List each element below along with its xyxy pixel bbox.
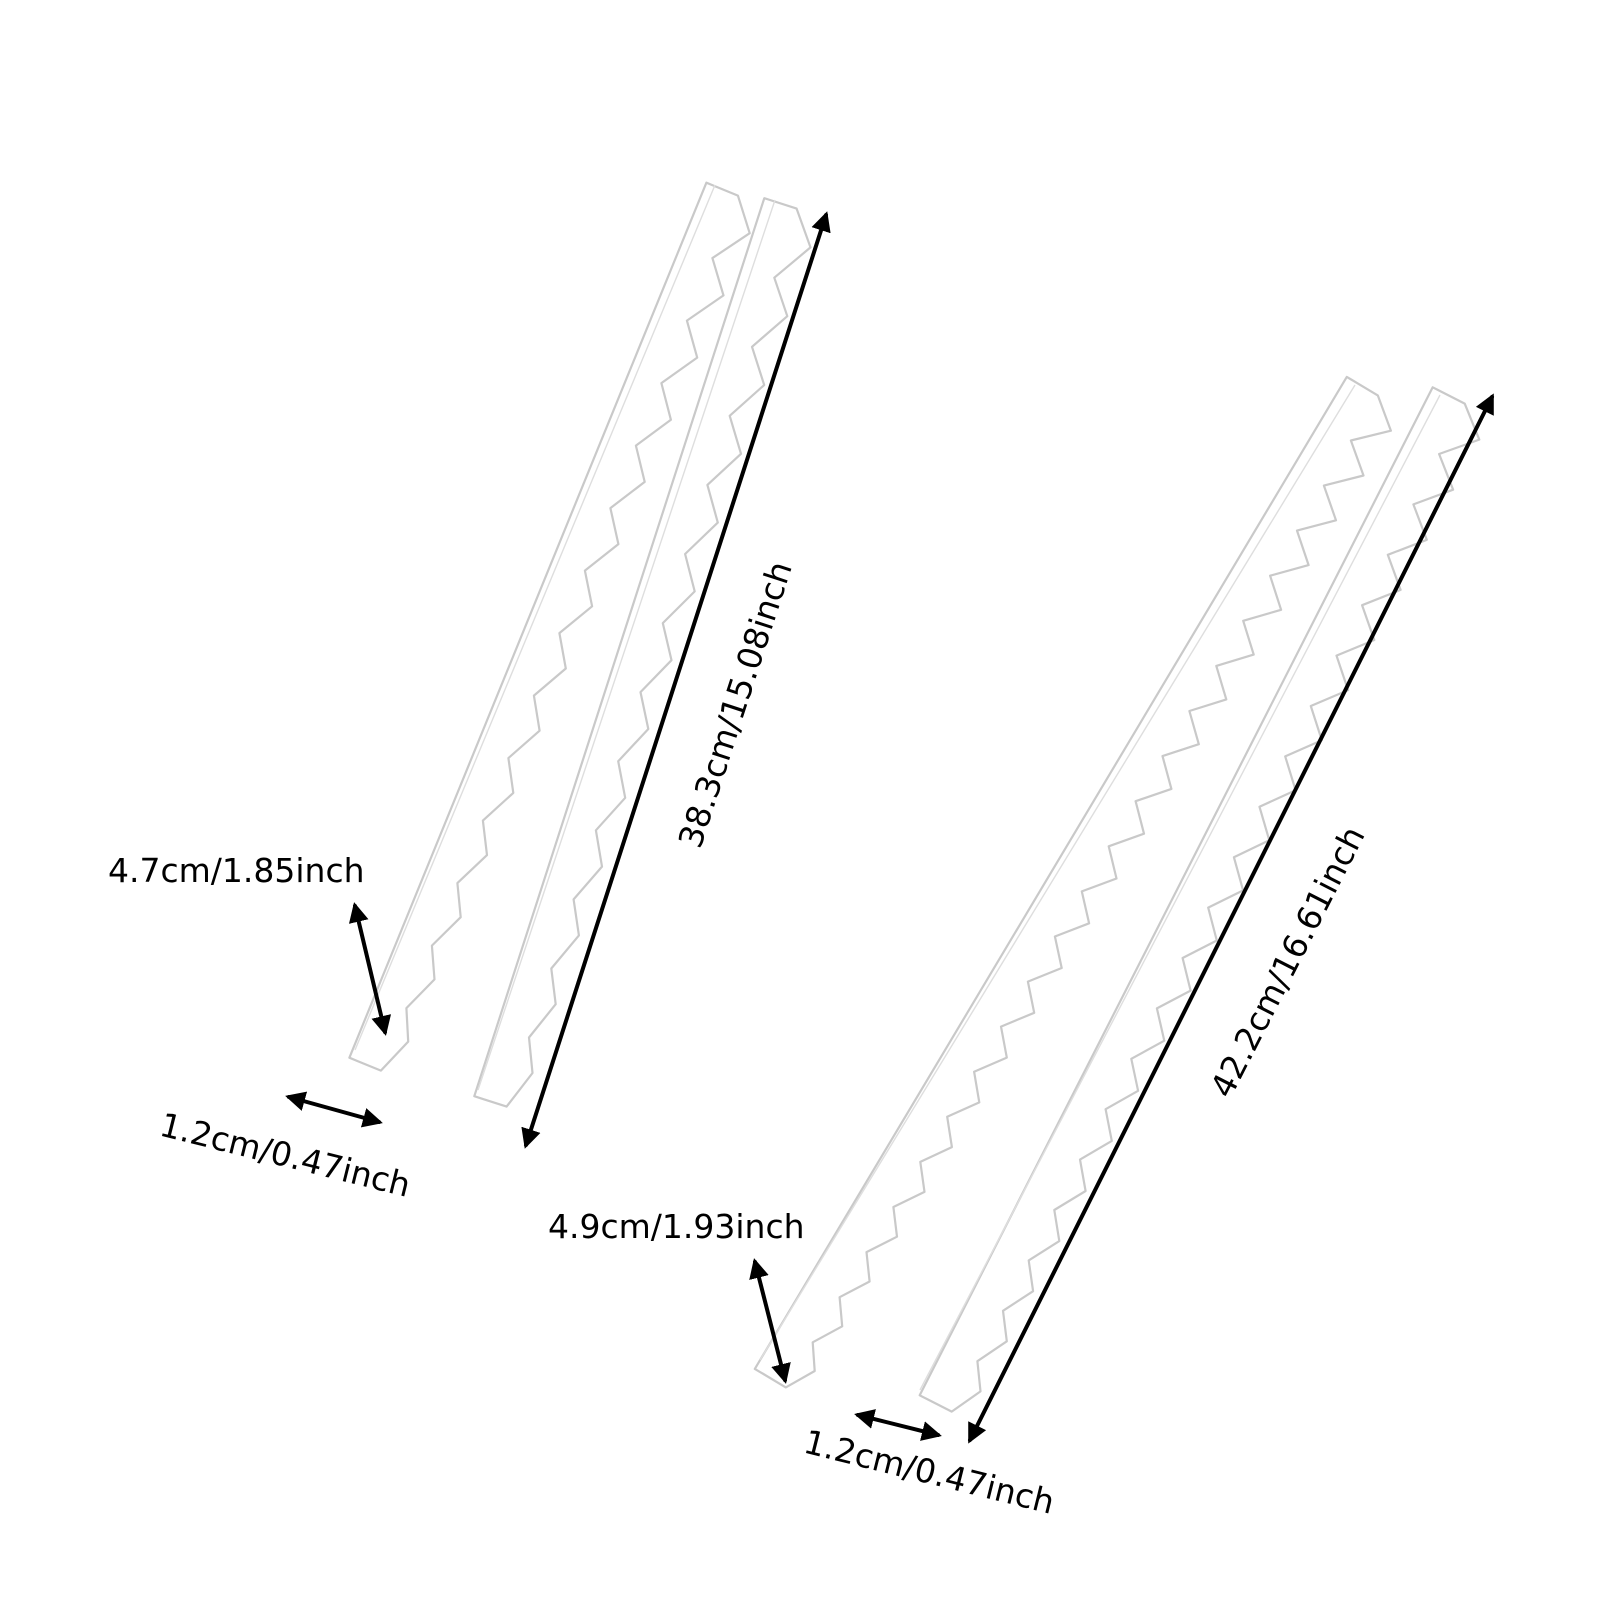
large-rack-length-arrow bbox=[968, 393, 1494, 1444]
small-rack-height-label: 4.7cm/1.85inch bbox=[108, 851, 365, 890]
large-rack-back bbox=[918, 386, 1481, 1413]
large-rack-thickness-label: 1.2cm/0.47inch bbox=[800, 1422, 1058, 1522]
large-rack-thickness-arrow bbox=[854, 1409, 942, 1441]
large-rack-back-edge bbox=[919, 394, 1441, 1391]
small-rack-length-arrow bbox=[521, 211, 831, 1149]
small-rack-thickness-arrow bbox=[285, 1091, 383, 1128]
large-rack-pair bbox=[753, 375, 1481, 1413]
large-rack-height-label: 4.9cm/1.93inch bbox=[548, 1207, 805, 1246]
small-rack-height-arrow bbox=[348, 902, 392, 1036]
large-rack-height-arrow bbox=[749, 1258, 791, 1384]
small-rack-length-label: 38.3cm/15.08inch bbox=[671, 557, 800, 853]
large-rack-front-edge bbox=[759, 384, 1356, 1361]
